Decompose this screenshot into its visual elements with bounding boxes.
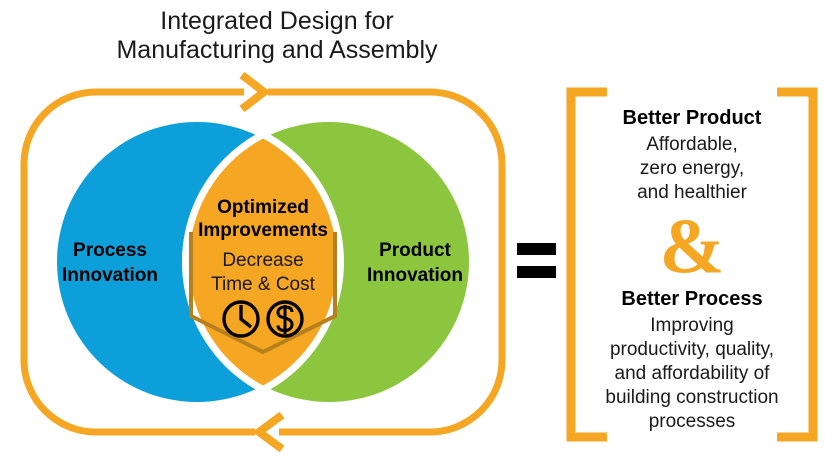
- venn-circles: [50, 115, 476, 409]
- better-product-heading: Better Product: [623, 107, 762, 129]
- results-bracket-left: [566, 87, 607, 442]
- page-title: Integrated Design for Manufacturing and …: [116, 7, 438, 64]
- equals-bar-bottom: [517, 266, 556, 278]
- cycle-loop: [20, 71, 506, 453]
- better-product-body-line-2: zero energy,: [640, 158, 744, 179]
- equals-sign: =: [517, 243, 556, 278]
- optimized-improvements-badge[interactable]: [189, 232, 337, 355]
- overlap-heading: Optimized Improvements: [198, 197, 328, 241]
- overlap-subtext: Decrease Time & Cost: [211, 250, 316, 295]
- overlap-heading-line-2: Improvements: [198, 220, 328, 241]
- loop-arrowhead-top-right: [239, 71, 271, 113]
- overlap-lens[interactable]: [189, 122, 469, 402]
- overlap-subtext-line-2: Time & Cost: [211, 274, 316, 295]
- right-circle-label: Product Innovation: [367, 240, 463, 286]
- better-process-body-line-5: processes: [649, 411, 736, 432]
- overlap-subtext-line-1: Decrease: [222, 250, 303, 271]
- right-circle-label-line-1: Product: [379, 240, 451, 261]
- left-circle-label-line-2: Innovation: [62, 265, 158, 286]
- better-process-body-line-4: building construction: [605, 387, 778, 408]
- right-circle-label-line-2: Innovation: [367, 265, 463, 286]
- clock-icon: [222, 300, 260, 338]
- loop-left-path: [20, 88, 255, 436]
- badge-shield-outline: [189, 232, 337, 355]
- title-line-2: Manufacturing and Assembly: [116, 36, 438, 64]
- dollar-icon: [266, 300, 304, 338]
- overlap-heading-line-1: Optimized: [217, 197, 309, 218]
- equals-bar-top: [517, 243, 556, 255]
- loop-right-path: [268, 88, 506, 436]
- left-circle-label-line-1: Process: [73, 240, 147, 261]
- better-product-body-line-3: and healthier: [637, 182, 748, 203]
- better-process-block: Better Process Improving productivity, q…: [605, 288, 778, 432]
- loop-arrowhead-bottom-left: [252, 411, 285, 453]
- better-product-body-line-1: Affordable,: [646, 134, 738, 155]
- results-bracket-right: [777, 87, 818, 442]
- better-product-block: Better Product Affordable, zero energy, …: [623, 107, 762, 203]
- title-line-1: Integrated Design for: [160, 7, 393, 35]
- ampersand-connector: &: [660, 202, 725, 289]
- better-process-body-line-2: productivity, quality,: [610, 339, 774, 360]
- better-process-body-line-3: and affordability of: [615, 363, 771, 384]
- better-process-body-line-1: Improving: [650, 315, 733, 336]
- better-process-heading: Better Process: [621, 288, 762, 310]
- left-circle-label: Process Innovation: [62, 240, 158, 286]
